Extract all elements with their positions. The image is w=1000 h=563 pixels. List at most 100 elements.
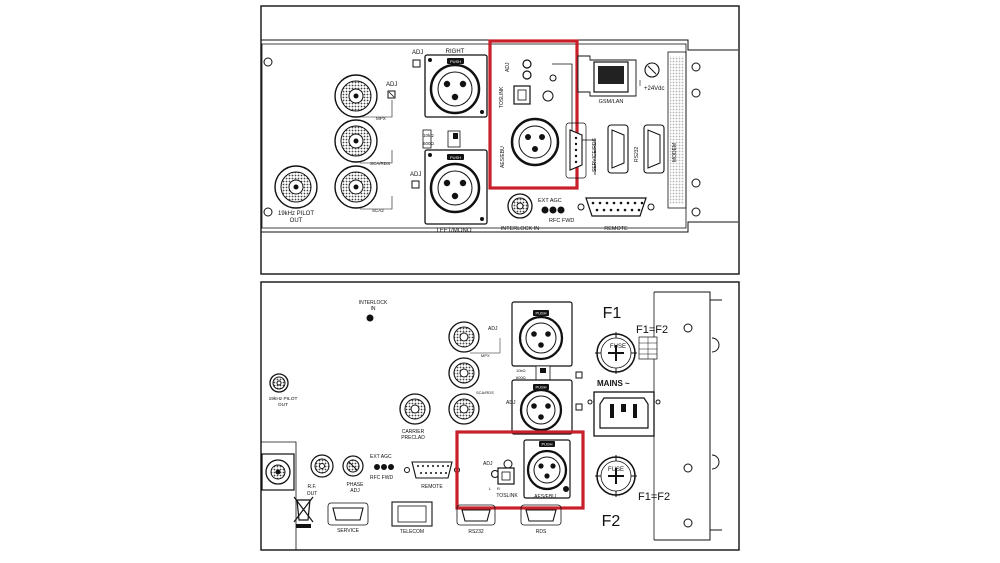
- bottom-mpx-label: MPX: [481, 353, 490, 358]
- bottom-fuse-upper-label: FUSE: [610, 344, 626, 350]
- top-digital-led: [522, 70, 532, 80]
- bottom-service-label: SERVICE: [337, 528, 360, 534]
- bottom-carrier-label-2: PRECLAD: [401, 435, 425, 441]
- bottom-rf-label-1: R.F.: [308, 484, 317, 490]
- top-adj-right-label: ADJ: [412, 50, 423, 56]
- top-ext-agc-led-3: [557, 206, 565, 214]
- top-sca2-label: SCA2: [372, 208, 384, 213]
- bottom-rf-n-connector: [261, 453, 295, 491]
- top-panel-frame: [260, 5, 740, 275]
- bottom-db9-rs232: [456, 504, 496, 526]
- bottom-bnc-sca-rds: [448, 357, 480, 389]
- bottom-aes-label: AES/EBU: [534, 494, 556, 500]
- top-service-rds-label: SERVICE/RDS: [592, 138, 598, 172]
- top-db9-rs232: [607, 124, 629, 174]
- bottom-f1-label: F1: [603, 305, 622, 322]
- top-interlock-bnc: [507, 193, 533, 219]
- bottom-f2-label: F2: [602, 513, 621, 530]
- bottom-phase-label-2: ADJ: [350, 488, 360, 494]
- bottom-fuse-rating-table: [638, 336, 658, 360]
- bottom-highlight-box: [455, 430, 585, 510]
- top-bnc-pilot-out: [274, 165, 318, 209]
- top-adj-digital-label: ADJ: [505, 62, 511, 72]
- bottom-push-mid-label: PUSH: [535, 385, 546, 390]
- bottom-db15-remote: [404, 461, 460, 479]
- bottom-toslink-label: TOSLINK: [496, 493, 518, 499]
- svg-text:L: L: [489, 486, 492, 491]
- bottom-rs232-label: RS232: [468, 529, 484, 535]
- top-db15-remote: [577, 197, 655, 217]
- top-push-lower-label: PUSH: [450, 155, 461, 160]
- top-interlock-label: INTERLOCK IN: [501, 226, 540, 232]
- bottom-bnc-mpx: [448, 321, 480, 353]
- bottom-fuse-upper: [595, 332, 637, 374]
- bottom-bnc-sca2: [448, 393, 480, 425]
- top-push-upper-label: PUSH: [450, 59, 461, 64]
- top-xlr-right-push-tab: [447, 58, 464, 64]
- top-rack-screw-left-upper: [263, 57, 273, 67]
- top-imp-10k: 10kΩ: [423, 133, 434, 138]
- bottom-imp-600: 600Ω: [516, 375, 526, 380]
- top-ext-agc-label: EXT AGC: [538, 198, 562, 204]
- top-pilot-label-1: 19kHz PILOT: [278, 211, 314, 217]
- top-rfc-fwd-label: RFC FWD: [549, 218, 574, 224]
- bottom-mains-label: MAINS ~: [597, 379, 630, 388]
- top-rack-screw-right-upper: [691, 62, 701, 72]
- bottom-phase-adj-knob: [342, 455, 364, 477]
- top-db9-service-rds: [565, 122, 587, 179]
- bottom-bnc-rf-out: [310, 454, 334, 478]
- top-adj-left-label: ADJ: [410, 172, 421, 178]
- top-rack-top-edge: [261, 39, 738, 51]
- bottom-iec-mains-socket: [587, 391, 661, 437]
- top-impedance-switch-left: [422, 129, 432, 149]
- top-sca-rds-label: SCA/RDS: [370, 161, 390, 166]
- bottom-adj-sca-label: ADJ: [506, 400, 516, 406]
- top-mpx-label: MPX: [376, 116, 386, 121]
- bottom-db9-rds: [520, 504, 562, 526]
- top-side-rail: [667, 51, 687, 209]
- top-bnc-mpx: [334, 74, 378, 118]
- bottom-rack-slots: [711, 337, 720, 470]
- top-db9-modem: [643, 124, 665, 174]
- bottom-push-aes-label: PUSH: [541, 442, 552, 447]
- top-sca2-leader: [360, 196, 393, 210]
- bottom-rfc-fwd-label: RFC FWD: [370, 475, 393, 481]
- bottom-bnc-carrier: [399, 393, 431, 425]
- bottom-rack-ear: [654, 291, 711, 541]
- top-aes-label: AES/EBU: [500, 146, 506, 168]
- top-mpx-leader: [360, 100, 393, 118]
- top-left-mono-label: LEFT/MONO: [436, 228, 471, 234]
- top-right-label: RIGHT: [446, 49, 465, 55]
- bottom-rds-label: RDS: [536, 529, 547, 535]
- bottom-panel-frame: [260, 281, 740, 551]
- top-toslink-label: TOSLINK: [499, 86, 505, 108]
- bottom-pilot-label-1: 19kHz PILOT: [269, 396, 298, 402]
- bottom-carrier-label-1: CARRIER: [402, 429, 425, 435]
- bottom-interlock-label-1: INTERLOCK: [359, 300, 388, 306]
- bottom-panel-diagram: INTERLOCK IN CARRIER PRECLAD ADJ MPX: [260, 281, 740, 551]
- top-digital-adj-trimmer: [522, 59, 532, 69]
- top-adj-mpx-label: ADJ: [386, 82, 397, 88]
- top-imp-600: 600Ω: [423, 141, 435, 146]
- top-highlight-box: [488, 39, 579, 190]
- bottom-db9-service: [327, 502, 369, 526]
- bottom-phase-label-1: PHASE: [347, 482, 365, 488]
- top-bnc-sca-rds: [334, 119, 378, 163]
- top-rack-screw-right-mid: [691, 88, 701, 98]
- top-rack-screw-left-lower: [263, 207, 273, 217]
- bottom-fuse-lower-label: FUSE: [608, 467, 624, 473]
- top-sca-leader: [360, 150, 393, 164]
- top-bnc-sca2: [334, 165, 378, 209]
- top-rack-screw-right-lower: [691, 178, 701, 188]
- top-pilot-label-2: OUT: [290, 218, 303, 224]
- top-xlr-left-push-tab: [447, 154, 464, 160]
- top-ext-agc-led-2: [549, 206, 557, 214]
- top-rs232-label: RS232: [634, 146, 640, 162]
- top-panel-diagram: 19kHz PILOT OUT MPX SCA/RDS SCA2 ADJ RIG…: [260, 5, 740, 275]
- bottom-adj-digital-label: ADJ: [483, 461, 493, 467]
- bottom-rf-label-2: OUT: [307, 491, 318, 497]
- bottom-weee-symbol: [293, 496, 314, 528]
- top-remote-label: REMOTE: [604, 226, 628, 232]
- bottom-telecom-label: TELECOM: [400, 529, 424, 535]
- bottom-sca-rds-label: SCA/RDS: [476, 390, 494, 395]
